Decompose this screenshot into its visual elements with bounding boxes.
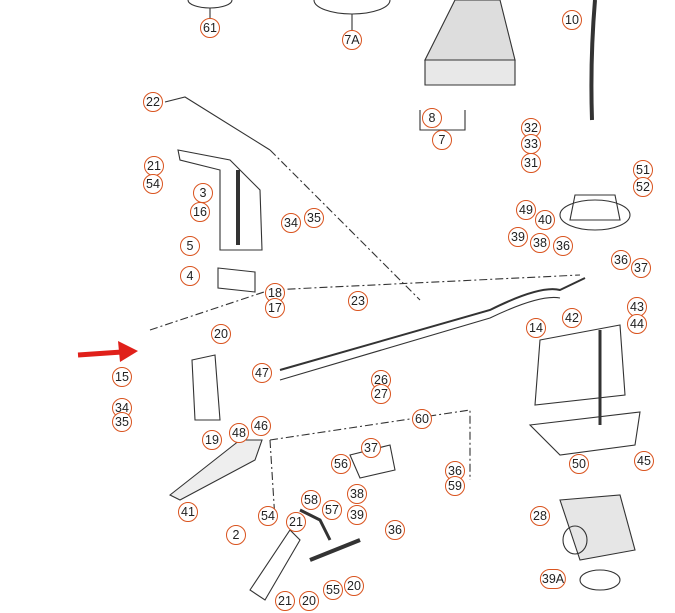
part-callout: 37 bbox=[631, 258, 651, 278]
part-callout: 20 bbox=[344, 576, 364, 596]
part-callout: 21 bbox=[275, 591, 295, 611]
part-callout: 61 bbox=[200, 18, 220, 38]
part-callout: 22 bbox=[143, 92, 163, 112]
part-callout: 48 bbox=[229, 423, 249, 443]
part-callout: 47 bbox=[252, 363, 272, 383]
part-callout: 59 bbox=[445, 476, 465, 496]
part-callout: 49 bbox=[516, 200, 536, 220]
part-callout: 35 bbox=[304, 208, 324, 228]
part-callout: 15 bbox=[112, 367, 132, 387]
part-callout: 14 bbox=[526, 318, 546, 338]
part-callout: 39A bbox=[539, 569, 567, 589]
part-callout: 5 bbox=[180, 236, 200, 256]
part-callout: 36 bbox=[611, 250, 631, 270]
part-callout: 60 bbox=[412, 409, 432, 429]
part-callout: 43 bbox=[627, 297, 647, 317]
part-callout: 21 bbox=[286, 512, 306, 532]
part-callout: 46 bbox=[251, 416, 271, 436]
part-callout: 54 bbox=[258, 506, 278, 526]
part-callout: 20 bbox=[299, 591, 319, 611]
part-callout: 39 bbox=[347, 505, 367, 525]
part-callout: 54 bbox=[143, 174, 163, 194]
part-callout: 51 bbox=[633, 160, 653, 180]
part-callout: 39 bbox=[508, 227, 528, 247]
part-callout: 36 bbox=[553, 236, 573, 256]
part-callout: 35 bbox=[112, 412, 132, 432]
part-callout: 45 bbox=[634, 451, 654, 471]
part-callout: 41 bbox=[178, 502, 198, 522]
part-callout: 20 bbox=[211, 324, 231, 344]
part-callout: 10 bbox=[562, 10, 582, 30]
part-callout: 44 bbox=[627, 314, 647, 334]
part-callout: 36 bbox=[385, 520, 405, 540]
part-callout: 58 bbox=[301, 490, 321, 510]
part-callout: 19 bbox=[202, 430, 222, 450]
part-callout: 34 bbox=[281, 213, 301, 233]
part-callout: 17 bbox=[265, 298, 285, 318]
part-callout: 23 bbox=[348, 291, 368, 311]
part-callout: 38 bbox=[530, 233, 550, 253]
part-callout: 4 bbox=[180, 266, 200, 286]
part-callout: 7 bbox=[432, 130, 452, 150]
part-callout: 57 bbox=[322, 500, 342, 520]
part-callout: 50 bbox=[569, 454, 589, 474]
part-callout: 55 bbox=[323, 580, 343, 600]
part-callout: 7A bbox=[342, 30, 362, 50]
part-callout: 3 bbox=[193, 183, 213, 203]
part-callout: 28 bbox=[530, 506, 550, 526]
part-callout: 33 bbox=[521, 134, 541, 154]
part-callout: 37 bbox=[361, 438, 381, 458]
part-callout: 52 bbox=[633, 177, 653, 197]
part-callout: 40 bbox=[535, 210, 555, 230]
part-callout: 8 bbox=[422, 108, 442, 128]
part-callout: 42 bbox=[562, 308, 582, 328]
part-callout: 56 bbox=[331, 454, 351, 474]
part-callout: 27 bbox=[371, 384, 391, 404]
part-callout: 2 bbox=[226, 525, 246, 545]
part-callout: 21 bbox=[144, 156, 164, 176]
part-callout: 16 bbox=[190, 202, 210, 222]
part-callout: 32 bbox=[521, 118, 541, 138]
part-callout: 38 bbox=[347, 484, 367, 504]
part-callout: 31 bbox=[521, 153, 541, 173]
